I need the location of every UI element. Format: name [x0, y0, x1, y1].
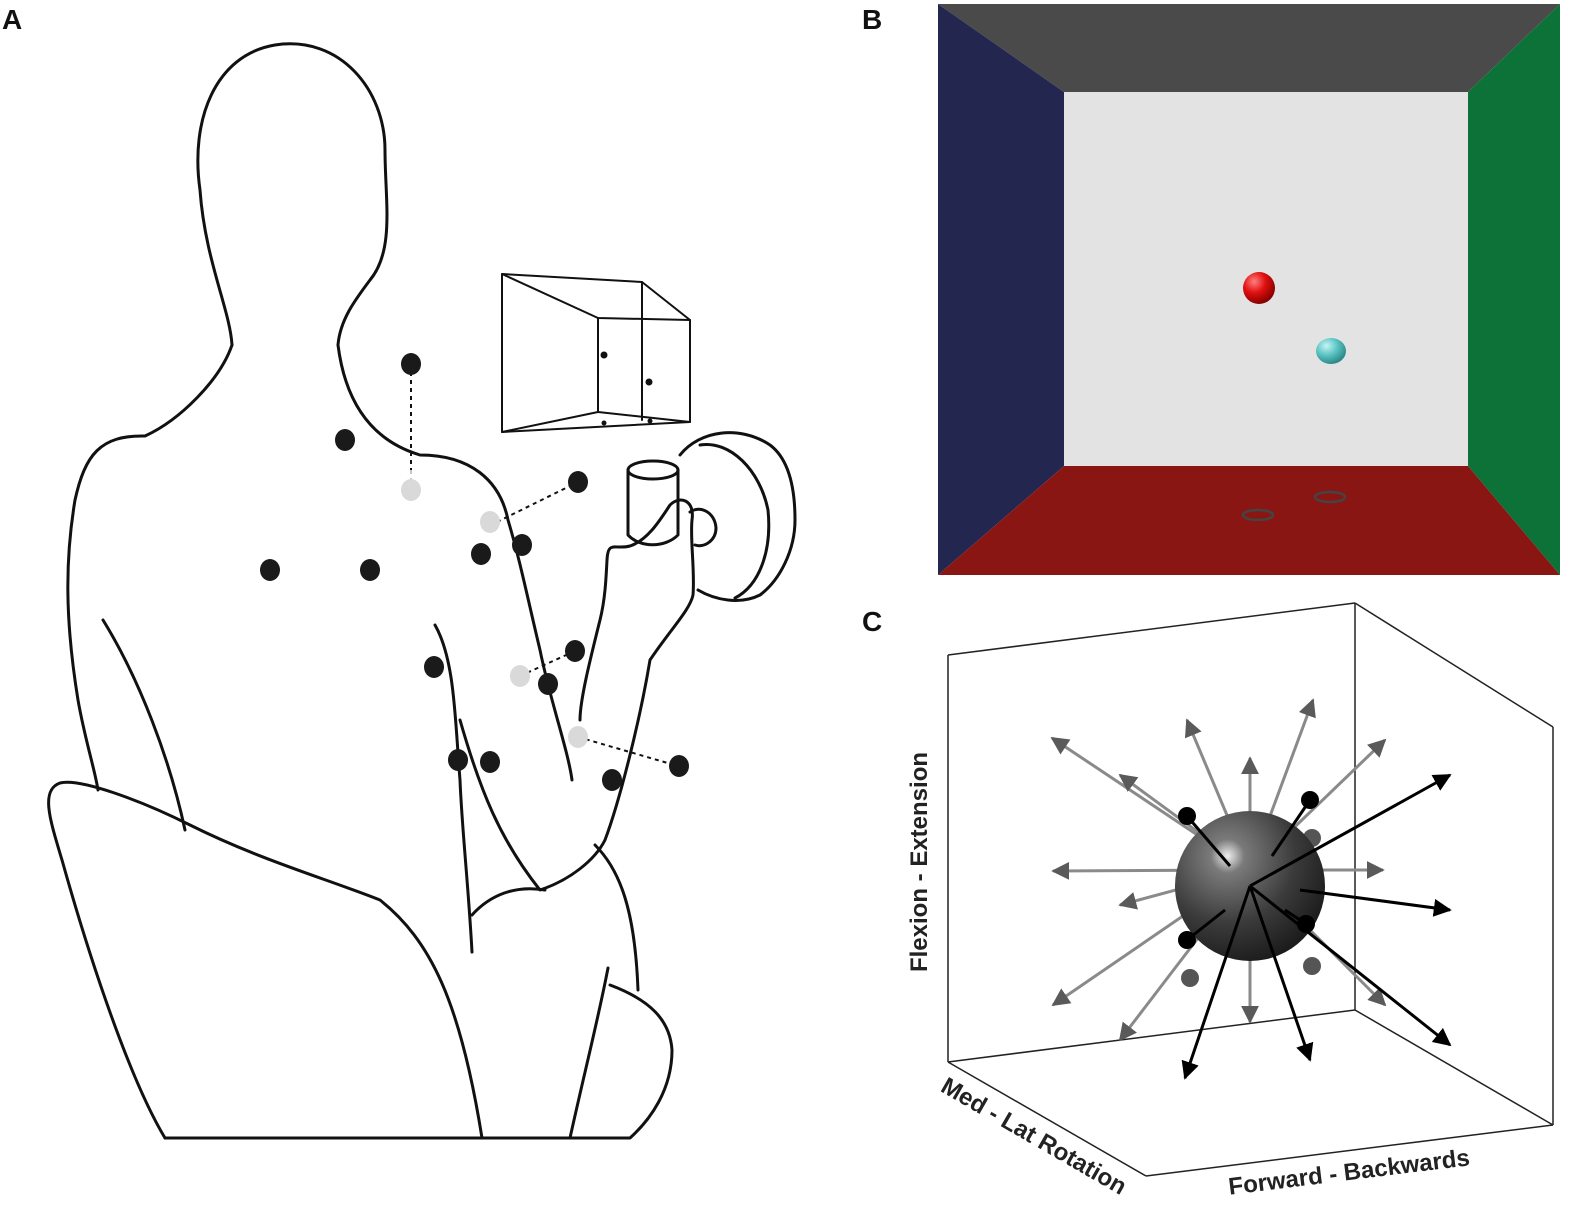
- chair-seat: [163, 983, 674, 1140]
- panel-c-3d-plot: Flexion - Extension Med - Lat Rotation F…: [906, 602, 1554, 1201]
- marker-dot-hidden: [401, 479, 421, 501]
- manipulandum-handle: [626, 468, 680, 547]
- panel-c-label: C: [862, 606, 883, 637]
- person-back-curve: [101, 618, 187, 832]
- target-ball: [1243, 272, 1275, 304]
- person-silhouette: [196, 42, 389, 347]
- marker-dot: [260, 559, 280, 581]
- chair-inner: [568, 966, 610, 1140]
- marker-dot-hidden: [480, 511, 500, 533]
- marker-dot: [471, 543, 491, 565]
- marker-dot: [565, 640, 585, 662]
- marker-dot: [424, 656, 444, 678]
- arrows-black: [1181, 773, 1452, 1080]
- robot-knob: [688, 507, 718, 548]
- marker-dot: [335, 429, 355, 451]
- workspace-box: [501, 273, 691, 433]
- marker-dot: [602, 769, 622, 791]
- chair-outline: [47, 780, 484, 1140]
- plot-box: [947, 602, 1554, 1177]
- axis-label-depth: Med - Lat Rotation: [936, 1072, 1131, 1200]
- marker-dot: [568, 471, 588, 493]
- room-floor: [938, 466, 1560, 575]
- marker-dot: [512, 534, 532, 556]
- cursor-ball: [1316, 338, 1346, 364]
- axis-label-vertical: Flexion - Extension: [906, 752, 933, 972]
- short-rods-black-tips: [1178, 791, 1319, 949]
- person-arm-bottom: [470, 887, 547, 917]
- panel-a-illustration: [47, 42, 797, 1140]
- axis-label-horizontal: Forward - Backwards: [1227, 1144, 1471, 1200]
- workspace-box-dots: [600, 351, 653, 426]
- marker-dot-hidden: [568, 726, 588, 748]
- marker-dot-hidden: [510, 665, 530, 687]
- room-left-wall: [938, 4, 1064, 575]
- marker-dot: [480, 751, 500, 773]
- chair-arm: [593, 843, 640, 992]
- panel-b-virtual-room: [938, 4, 1560, 575]
- target-shadow: [1241, 508, 1275, 522]
- marker-dot: [538, 673, 558, 695]
- hidden-markers: [401, 479, 588, 748]
- robot-wheel-inner: [698, 442, 771, 600]
- room-ceiling: [938, 4, 1560, 92]
- marker-dot: [448, 749, 468, 771]
- panel-a-label: A: [2, 4, 23, 35]
- cursor-shadow: [1313, 490, 1347, 504]
- person-arm-inner: [433, 623, 474, 954]
- person-forearm: [458, 498, 695, 892]
- robot-wheel: [678, 431, 797, 602]
- motion-markers: [260, 353, 689, 791]
- marker-dot: [669, 755, 689, 777]
- person-torso-outline: [66, 343, 234, 792]
- marker-dot: [401, 353, 421, 375]
- manipulandum-top: [626, 459, 680, 481]
- panel-b-label: B: [862, 4, 883, 35]
- marker-dot: [360, 559, 380, 581]
- room-right-wall: [1468, 4, 1560, 575]
